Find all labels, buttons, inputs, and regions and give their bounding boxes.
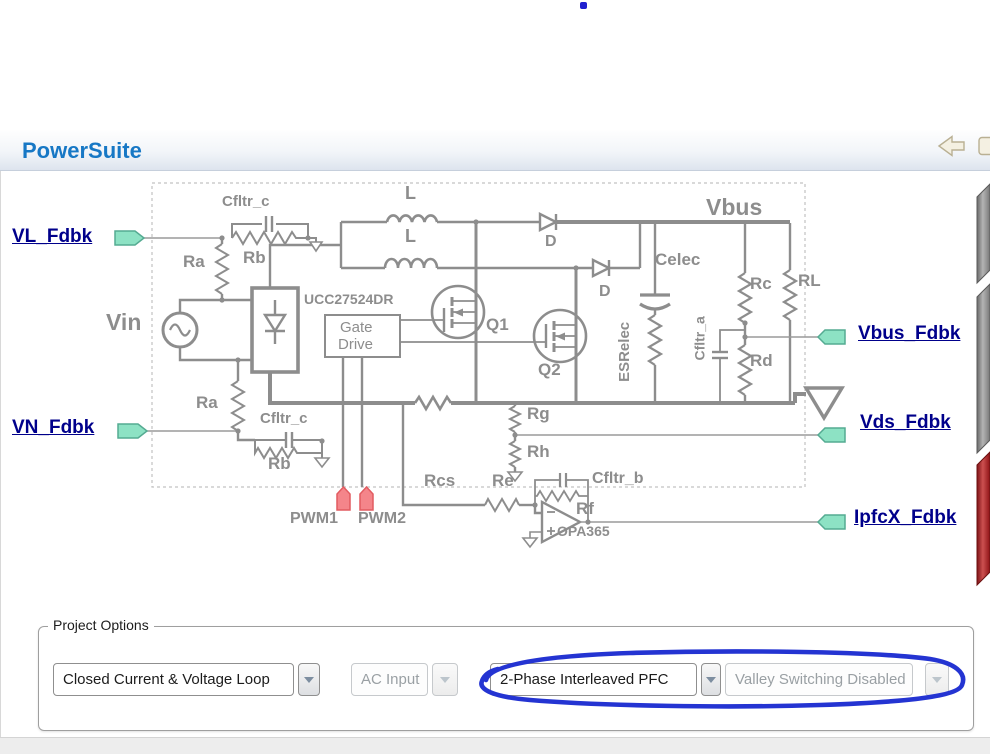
label-ra-top: Ra xyxy=(183,252,205,271)
mosfet-q2 xyxy=(532,268,588,403)
label-cfltr-b: Cfltr_b xyxy=(592,470,644,487)
vn-connector xyxy=(117,423,149,439)
label-pwm2: PWM2 xyxy=(358,510,406,527)
label-rcs: Rcs xyxy=(424,471,456,490)
inductor-l1 xyxy=(385,214,439,223)
power-wires xyxy=(268,220,806,405)
link-vbus-fdbk[interactable]: Vbus_Fdbk xyxy=(858,323,961,344)
label-ra-bot: Ra xyxy=(196,393,218,412)
chevron-down-icon xyxy=(706,676,716,683)
vds-connector xyxy=(816,427,846,443)
dropdown-valley-switching-value: Valley Switching Disabled xyxy=(735,671,906,688)
label-cfltr-c-top: Cfltr_c xyxy=(222,193,270,210)
label-rb-top: Rb xyxy=(243,248,266,267)
pwm2-pin xyxy=(359,485,374,511)
label-rc: Rc xyxy=(750,274,772,293)
label-rf: Rf xyxy=(576,499,594,518)
label-opa365: OPA365 xyxy=(557,523,610,539)
label-l2: L xyxy=(405,226,416,246)
schematic-boundary xyxy=(151,182,806,488)
sense-resistor xyxy=(413,394,453,412)
label-q2: Q2 xyxy=(538,360,561,379)
label-vbus: Vbus xyxy=(706,194,763,220)
diode-d2 xyxy=(591,258,612,278)
nav-arrows xyxy=(937,135,990,157)
label-esrelec: ESRelec xyxy=(616,321,634,382)
pwm-pins xyxy=(336,485,374,511)
dropdown-input-type-value: AC Input xyxy=(361,671,420,688)
side-panels xyxy=(976,183,990,587)
chevron-down-icon xyxy=(304,676,314,683)
vbus-connector xyxy=(816,329,846,345)
label-re: Re xyxy=(492,471,514,490)
label-vin: Vin xyxy=(106,309,142,335)
inductor-l2 xyxy=(383,257,439,269)
mosfet-q1 xyxy=(430,222,486,403)
diode-d1 xyxy=(538,212,559,232)
app-title: PowerSuite xyxy=(22,138,142,163)
opamp-stage xyxy=(484,473,589,549)
dropdown-phase-config-button[interactable] xyxy=(701,663,721,696)
link-ipfcx-fdbk[interactable]: IpfcX_Fdbk xyxy=(854,507,957,528)
label-cfltr-c-bot: Cfltr_c xyxy=(260,410,308,427)
project-options-group xyxy=(38,626,974,731)
dropdown-phase-config-value: 2-Phase Interleaved PFC xyxy=(500,671,669,688)
label-q1: Q1 xyxy=(486,315,509,334)
vl-filter-network xyxy=(214,216,324,295)
link-vn-fdbk[interactable]: VN_Fdbk xyxy=(12,417,95,438)
dropdown-valley-switching-button xyxy=(925,663,949,696)
rg-rh-divider xyxy=(506,405,524,483)
chevron-down-icon xyxy=(440,676,450,683)
forward-arrow-icon[interactable] xyxy=(978,136,990,156)
link-vds-fdbk[interactable]: Vds_Fdbk xyxy=(860,412,951,433)
label-l1: L xyxy=(405,183,416,203)
vl-connector xyxy=(114,230,146,246)
side-panel-red[interactable] xyxy=(976,451,990,587)
side-panel-gray-2[interactable] xyxy=(976,283,990,455)
label-ucc27524dr: UCC27524DR xyxy=(304,291,394,307)
pwm1-pin xyxy=(336,485,351,511)
dropdown-loop-mode-value: Closed Current & Voltage Loop xyxy=(63,671,270,688)
bridge-rectifier xyxy=(250,286,300,374)
schematic-canvas xyxy=(114,182,846,549)
label-rl: RL xyxy=(798,271,821,290)
label-rg: Rg xyxy=(527,404,550,423)
project-options-legend: Project Options xyxy=(48,617,154,633)
label-gate: Gate xyxy=(340,319,373,336)
dropdown-input-type-button xyxy=(432,663,458,696)
label-cfltr-a: Cfltr_a xyxy=(691,316,708,361)
ac-source-vin xyxy=(161,311,199,349)
net-connectors xyxy=(114,230,846,530)
label-pwm1: PWM1 xyxy=(290,510,338,527)
label-rh: Rh xyxy=(527,442,550,461)
vn-filter-network xyxy=(230,380,331,469)
junction-dots xyxy=(219,219,748,525)
title-bar xyxy=(0,130,990,171)
label-drive: Drive xyxy=(338,336,374,353)
chevron-down-icon xyxy=(932,676,942,683)
label-d1: D xyxy=(545,233,557,250)
label-d2: D xyxy=(599,283,611,300)
output-network xyxy=(639,269,846,422)
label-rb-bot: Rb xyxy=(268,454,291,473)
signal-wires xyxy=(144,237,818,523)
ipfcx-connector xyxy=(816,514,846,530)
label-rd: Rd xyxy=(750,351,773,370)
dropdown-loop-mode-button[interactable] xyxy=(298,663,320,696)
gate-drive-block xyxy=(324,308,548,358)
footer-strip xyxy=(0,737,990,754)
side-panel-gray-1[interactable] xyxy=(976,183,990,285)
label-celec: Celec xyxy=(655,250,701,269)
link-vl-fdbk[interactable]: VL_Fdbk xyxy=(12,226,93,247)
annotation-dot xyxy=(580,2,587,9)
back-arrow-icon[interactable] xyxy=(937,135,965,157)
